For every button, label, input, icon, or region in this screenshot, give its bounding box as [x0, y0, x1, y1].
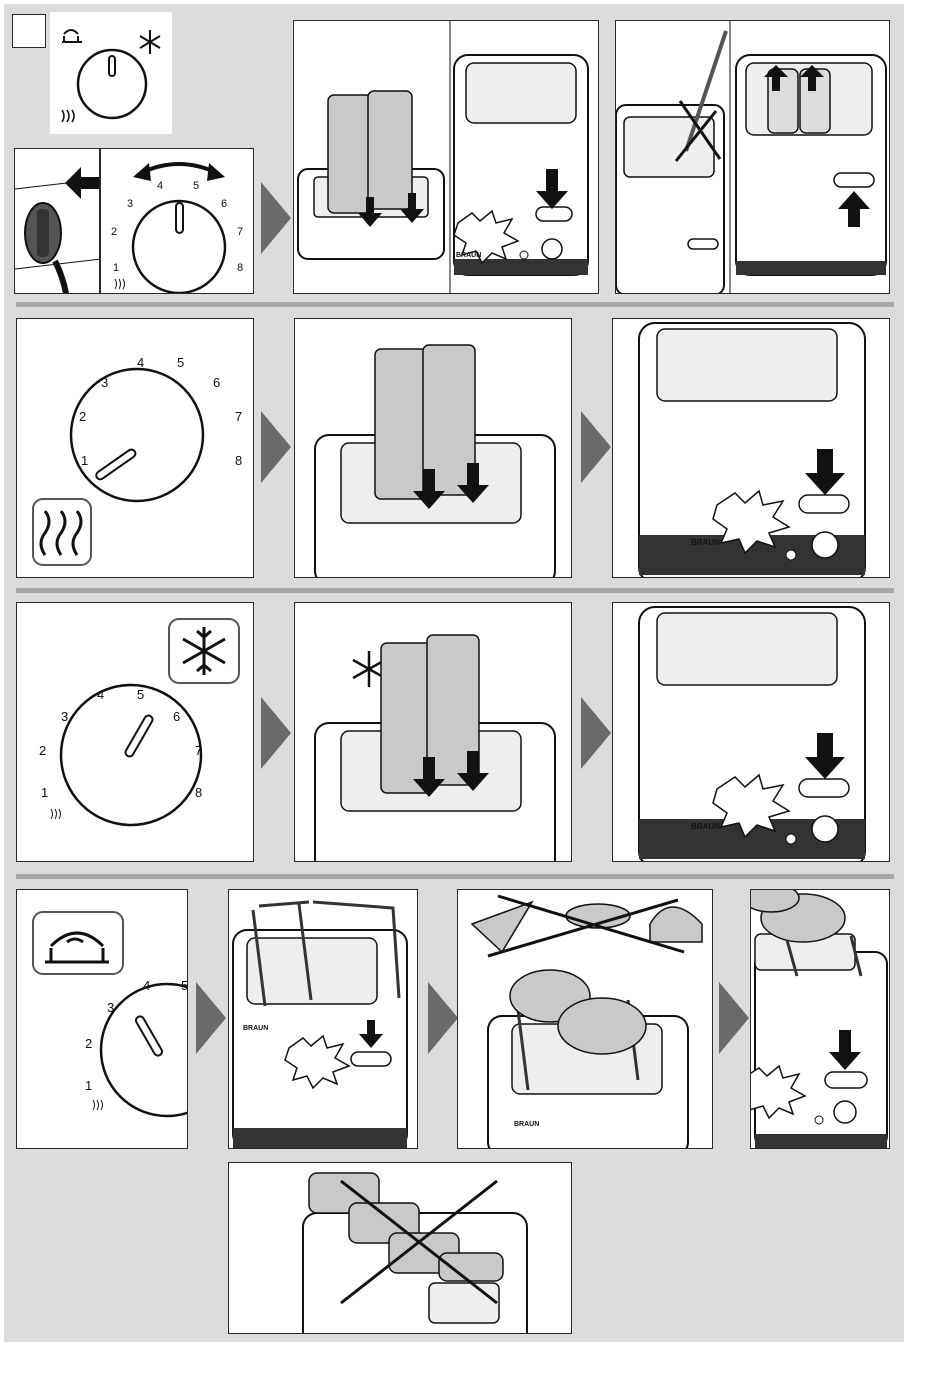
stop-button — [786, 550, 796, 560]
panel-no-metal-and-eject — [615, 20, 890, 294]
dial-number-7: 7 — [235, 409, 242, 424]
panel-insert-frozen-bread — [294, 602, 572, 862]
stop-button — [786, 834, 796, 844]
next-step-triangle-icon — [581, 697, 611, 769]
panel-dial-frozen: 1 2 3 4 5 6 7 8 — [16, 602, 254, 862]
browning-knob — [812, 816, 838, 842]
browning-knob — [542, 239, 562, 259]
dial-number-7: 7 — [195, 743, 202, 758]
brand-logo: BRAUN — [691, 822, 720, 831]
brand-logo: BRAUN — [243, 1025, 268, 1032]
row-separator — [16, 874, 894, 879]
next-step-triangle-icon — [196, 982, 226, 1054]
black-arrow-icon — [65, 167, 99, 199]
lever — [351, 1052, 391, 1066]
dial-number-3: 3 — [127, 198, 133, 210]
panel-insert-and-press-1: BRAUN — [293, 20, 599, 294]
dial-number-2: 2 — [79, 409, 86, 424]
next-step-triangle-icon — [428, 982, 458, 1054]
dial-number-8: 8 — [195, 785, 202, 800]
dial-number-5: 5 — [181, 978, 188, 993]
brand-logo: BRAUN — [456, 252, 481, 259]
lever — [799, 779, 849, 797]
instruction-sheet: 1 2 3 4 5 6 7 8 — [4, 4, 904, 1342]
dial-number-6: 6 — [173, 709, 180, 724]
panel-dial-bun: 1 2 3 4 5 — [16, 889, 188, 1149]
dial-number-5: 5 — [177, 355, 184, 370]
dial-number-4: 4 — [157, 180, 163, 192]
dial-number-1: 1 — [41, 785, 48, 800]
dial-number-5: 5 — [137, 687, 144, 702]
bread-slice — [328, 91, 412, 213]
heat-waves-icon — [62, 110, 74, 122]
snowflake-icon — [140, 30, 160, 54]
dial-pointer — [109, 56, 115, 76]
dial-number-3: 3 — [101, 375, 108, 390]
panel-plug-in — [14, 148, 100, 294]
brand-logo: BRAUN — [691, 538, 720, 547]
next-step-triangle-icon — [261, 697, 291, 769]
dial-number-6: 6 — [213, 375, 220, 390]
dial-number-1: 1 — [85, 1078, 92, 1093]
next-step-triangle-icon — [261, 411, 291, 483]
dial-number-2: 2 — [85, 1036, 92, 1051]
dial-number-3: 3 — [61, 709, 68, 724]
dial-knob — [71, 369, 203, 501]
heat-waves-icon — [51, 809, 61, 819]
heat-waves-icon — [93, 1100, 103, 1110]
lever — [825, 1072, 867, 1088]
lever — [799, 495, 849, 513]
panel-press-lever-3: BRAUN — [612, 602, 890, 862]
range-arrow-icon — [141, 164, 217, 173]
dial-legend-illustration — [50, 12, 172, 134]
row-separator — [16, 588, 894, 593]
panel-dial-range: 1 2 3 4 5 6 7 8 — [100, 148, 254, 294]
panel-press-lever-buns — [750, 889, 890, 1149]
stop-button — [520, 251, 528, 259]
dial-number-2: 2 — [111, 226, 117, 238]
cake-icon — [650, 907, 702, 942]
dial-number-4: 4 — [97, 687, 104, 702]
square-marker-icon — [12, 14, 46, 48]
panel-insert-bread-2 — [294, 318, 572, 578]
dial-pointer — [176, 203, 183, 233]
lever — [834, 173, 874, 187]
bun-rack-icon — [62, 30, 82, 42]
bread-roll-icon — [558, 998, 646, 1054]
panel-dial-low: 1 2 3 4 5 6 7 8 — [16, 318, 254, 578]
dial-number-8: 8 — [237, 262, 243, 274]
dial-number-1: 1 — [113, 262, 119, 274]
stop-button — [815, 1116, 823, 1124]
bun-callout — [33, 912, 123, 974]
snowflake-icon — [353, 651, 385, 687]
panel-raise-bun-rack: BRAUN — [228, 889, 418, 1149]
bread-slice — [375, 349, 427, 499]
dial-number-5: 5 — [193, 180, 199, 192]
panel-press-lever-2: BRAUN — [612, 318, 890, 578]
heat-waves-icon — [115, 279, 125, 289]
panel-buns-not-other-food: BRAUN — [457, 889, 713, 1149]
dial-number-8: 8 — [235, 453, 242, 468]
next-step-triangle-icon — [261, 182, 291, 254]
lever — [536, 207, 572, 221]
brand-logo: BRAUN — [514, 1121, 539, 1128]
dial-number-1: 1 — [81, 453, 88, 468]
panel-dial-legend — [50, 12, 172, 134]
dial-number-4: 4 — [137, 355, 144, 370]
browning-knob — [812, 532, 838, 558]
dial-number-2: 2 — [39, 743, 46, 758]
power-plug-icon — [25, 203, 67, 294]
panel-no-bread-on-top — [228, 1162, 572, 1334]
dial-number-7: 7 — [237, 226, 243, 238]
dial-number-3: 3 — [107, 1000, 114, 1015]
row-separator — [16, 302, 894, 307]
dial-number-4: 4 — [143, 978, 150, 993]
next-step-triangle-icon — [719, 982, 749, 1054]
dial-number-6: 6 — [221, 198, 227, 210]
browning-knob — [834, 1101, 856, 1123]
next-step-triangle-icon — [581, 411, 611, 483]
